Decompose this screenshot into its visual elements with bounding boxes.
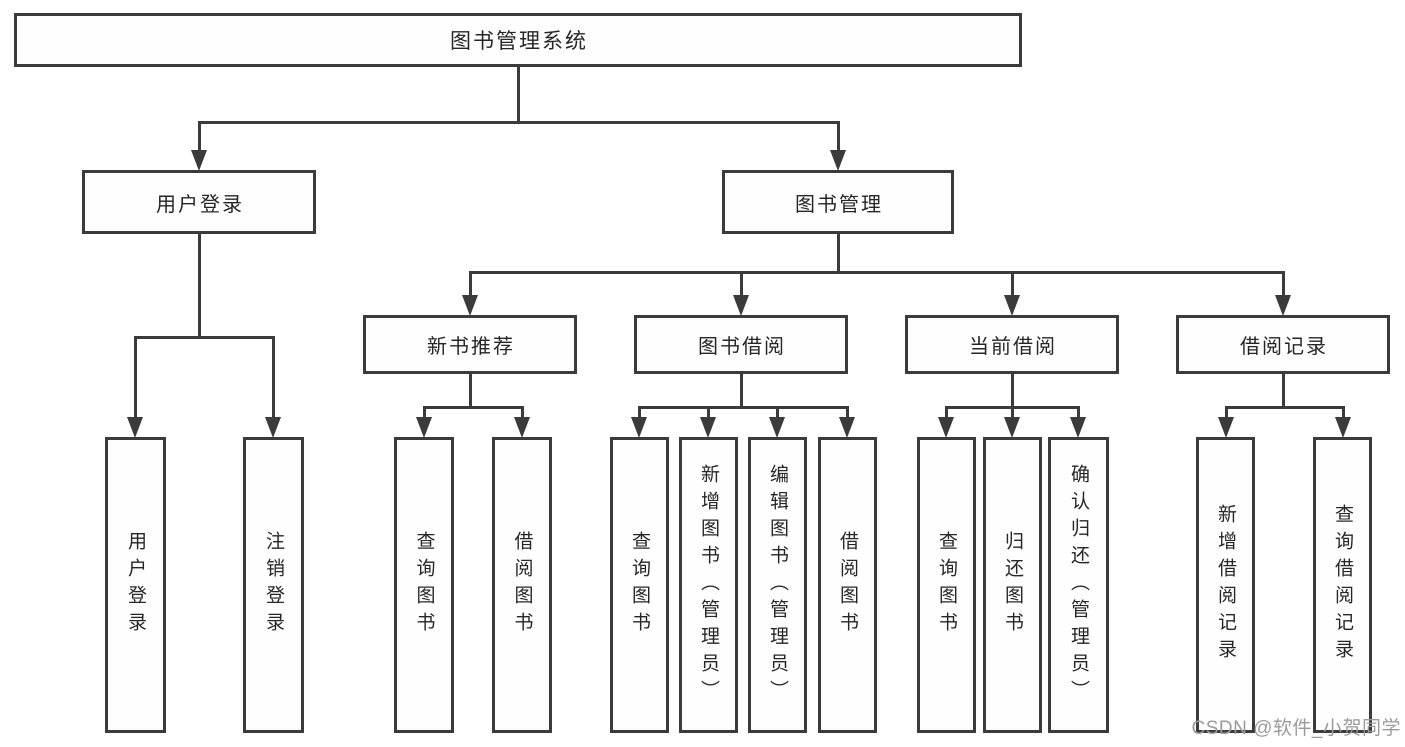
node-br-query: 查询借阅记录 (1313, 437, 1372, 733)
node-label-book-borrow: 图书借阅 (698, 336, 786, 358)
arrow-down-icon (769, 417, 785, 438)
connector-stem-book-borrow (739, 374, 743, 407)
connector-stem-root (516, 67, 520, 122)
node-label-nb-borrow: 借阅图书 (511, 531, 533, 639)
connector-stem-current-borrow (1010, 374, 1014, 407)
arrow-down-icon (1218, 417, 1234, 438)
connector-drop-borrow-records (1341, 407, 1345, 419)
arrow-down-icon (462, 295, 478, 316)
node-label-bb-add: 新增图书（管理员） (698, 463, 719, 707)
node-nb-borrow: 借阅图书 (492, 437, 552, 733)
connector-drop-book-mgmt (739, 272, 743, 297)
connector-drop-current-borrow (1076, 407, 1080, 419)
connector-drop-current-borrow (1010, 407, 1014, 419)
arrow-down-icon (1275, 295, 1291, 316)
node-label-current-borrow: 当前借阅 (969, 336, 1057, 358)
connector-stem-new-books (468, 374, 472, 407)
connector-drop-book-borrow (845, 407, 849, 419)
node-bb-add: 新增图书（管理员） (679, 437, 738, 733)
node-label-cb-query: 查询图书 (936, 531, 957, 639)
arrow-down-icon (265, 417, 281, 438)
connector-drop-user-login (271, 337, 275, 419)
node-label-new-books: 新书推荐 (427, 336, 515, 358)
node-label-bb-query: 查询图书 (629, 531, 650, 639)
node-root: 图书管理系统 (14, 13, 1022, 67)
node-current-borrow: 当前借阅 (905, 315, 1119, 374)
node-label-book-mgmt: 图书管理 (795, 193, 883, 216)
connector-drop-user-login (133, 337, 137, 419)
arrow-down-icon (700, 417, 716, 438)
connector-bar-new-books (422, 405, 524, 409)
connector-stem-user-login (197, 234, 201, 337)
arrow-down-icon (1070, 417, 1086, 438)
node-label-root: 图书管理系统 (450, 30, 588, 53)
node-label-login: 用户登录 (125, 531, 146, 639)
arrow-down-icon (733, 295, 749, 316)
node-label-bb-borrow: 借阅图书 (837, 531, 858, 639)
node-bb-borrow: 借阅图书 (818, 437, 877, 733)
node-book-borrow: 图书借阅 (634, 315, 848, 374)
node-label-borrow-records: 借阅记录 (1240, 336, 1328, 358)
arrow-down-icon (514, 417, 530, 438)
arrow-down-icon (416, 417, 432, 438)
node-label-cb-return: 归还图书 (1002, 531, 1023, 639)
node-label-bb-edit: 编辑图书（管理员） (767, 463, 788, 707)
connector-drop-root (197, 122, 201, 152)
watermark: CSDN @软件_小贺同学 (1191, 718, 1401, 739)
arrow-down-icon (631, 417, 647, 438)
connector-bar-book-borrow (637, 405, 849, 409)
connector-bar-book-mgmt (468, 270, 1285, 274)
arrow-down-icon (191, 150, 207, 171)
arrow-down-icon (938, 417, 954, 438)
connector-bar-borrow-records (1224, 405, 1345, 409)
connector-stem-borrow-records (1281, 374, 1285, 407)
arrow-down-icon (127, 417, 143, 438)
arrow-down-icon (1004, 417, 1020, 438)
node-label-br-query: 查询借阅记录 (1332, 504, 1353, 666)
connector-drop-borrow-records (1224, 407, 1228, 419)
connector-stem-book-mgmt (836, 234, 840, 272)
connector-drop-new-books (422, 407, 426, 419)
node-book-mgmt: 图书管理 (722, 170, 954, 234)
node-cb-query: 查询图书 (917, 437, 976, 733)
arrow-down-icon (1335, 417, 1351, 438)
node-borrow-records: 借阅记录 (1176, 315, 1390, 374)
node-label-br-add: 新增借阅记录 (1215, 504, 1236, 666)
connector-bar-user-login (133, 335, 275, 339)
node-bb-query: 查询图书 (610, 437, 669, 733)
node-label-cb-confirm: 确认归还（管理员） (1068, 463, 1089, 707)
connector-drop-book-borrow (706, 407, 710, 419)
arrow-down-icon (1004, 295, 1020, 316)
node-bb-edit: 编辑图书（管理员） (748, 437, 807, 733)
connector-drop-book-mgmt (468, 272, 472, 297)
connector-drop-book-borrow (637, 407, 641, 419)
node-label-logout: 注销登录 (263, 531, 284, 639)
node-label-nb-query: 查询图书 (413, 531, 435, 639)
node-br-add: 新增借阅记录 (1196, 437, 1255, 733)
connector-drop-current-borrow (944, 407, 948, 419)
arrow-down-icon (839, 417, 855, 438)
node-logout: 注销登录 (243, 437, 304, 733)
connector-drop-new-books (520, 407, 524, 419)
connector-drop-book-mgmt (1281, 272, 1285, 297)
node-new-books: 新书推荐 (363, 315, 577, 374)
node-login: 用户登录 (105, 437, 166, 733)
arrow-down-icon (830, 150, 846, 171)
connector-drop-book-borrow (775, 407, 779, 419)
node-nb-query: 查询图书 (394, 437, 454, 733)
node-cb-return: 归还图书 (983, 437, 1042, 733)
node-user-login: 用户登录 (82, 170, 316, 234)
connector-drop-book-mgmt (1010, 272, 1014, 297)
connector-bar-root (197, 120, 840, 124)
node-cb-confirm: 确认归还（管理员） (1048, 437, 1109, 733)
node-label-user-login: 用户登录 (156, 193, 244, 216)
connector-drop-root (836, 122, 840, 152)
